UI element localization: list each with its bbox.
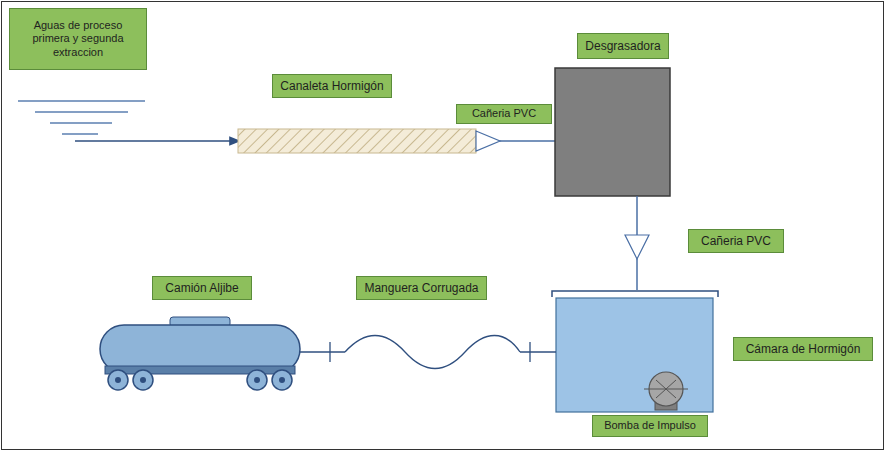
label-box: Bomba de Impulso [592,415,708,437]
pvc-reducer [625,235,649,259]
corrugated-hose [300,336,556,369]
label-box: Camión Aljibe [152,276,252,300]
concrete-channel [238,129,476,153]
label-text: Camión Aljibe [161,281,242,295]
label-text: Cámara de Hormigón [742,342,865,356]
label-text: Cañeria PVC [697,234,775,248]
chamber-lid [552,291,718,297]
label-text: Manguera Corrugada [360,281,482,295]
label-box: Desgrasadora [577,33,669,59]
label-box: Aguas de proceso primera y segunda extra… [9,8,147,70]
pump-symbol [644,372,688,410]
label-box: Cámara de Hormigón [733,337,873,361]
water-symbol [18,101,145,134]
label-text: Bomba de Impulso [600,419,700,432]
label-text: Canaleta Hormigón [276,79,387,93]
label-text: Desgrasadora [581,39,664,53]
label-box: Manguera Corrugada [356,276,487,300]
concrete-chamber [556,298,713,412]
label-text: Cañeria PVC [468,107,540,120]
label-text: Aguas de proceso primera y segunda extra… [10,19,146,59]
pvc-reducer [476,131,500,151]
degreaser-tank [555,68,670,196]
tanker-truck [100,317,300,390]
inflow-arrow [75,140,240,142]
label-box: Cañeria PVC [456,104,552,124]
label-box: Canaleta Hormigón [272,74,392,98]
label-box: Cañeria PVC [688,229,784,253]
